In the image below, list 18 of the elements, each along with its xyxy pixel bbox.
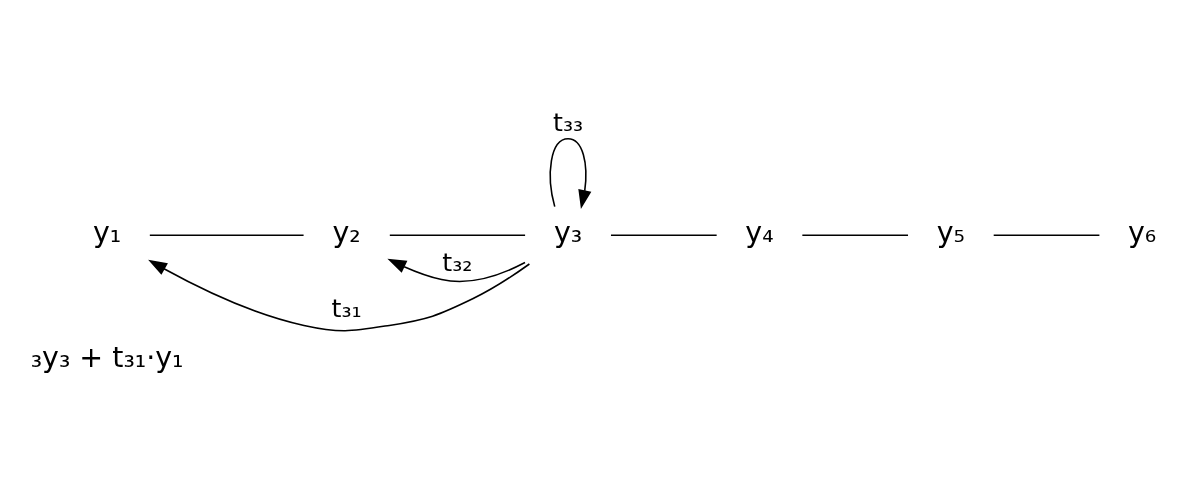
edge-label: t₃₁ bbox=[331, 293, 362, 323]
connector bbox=[801, 234, 909, 236]
connector bbox=[992, 234, 1101, 236]
node-text: y₅ bbox=[936, 215, 965, 249]
node-text: y₁ bbox=[92, 215, 122, 249]
node-text: y₄ bbox=[745, 215, 774, 249]
node-text: y₂ bbox=[332, 215, 361, 249]
edge-label: t₃₂ bbox=[442, 247, 473, 277]
node-text: y₃ bbox=[553, 215, 583, 249]
label: ₃y₃ + t₃₁·y₁ bbox=[30, 340, 184, 374]
arrow bbox=[148, 259, 531, 331]
edge-label: t₃₃ bbox=[552, 107, 584, 137]
connector bbox=[389, 234, 526, 236]
arrow bbox=[549, 137, 592, 209]
connector bbox=[149, 234, 305, 236]
node-text: y₆ bbox=[1128, 215, 1157, 249]
connector bbox=[610, 234, 718, 236]
arrow bbox=[387, 258, 526, 282]
